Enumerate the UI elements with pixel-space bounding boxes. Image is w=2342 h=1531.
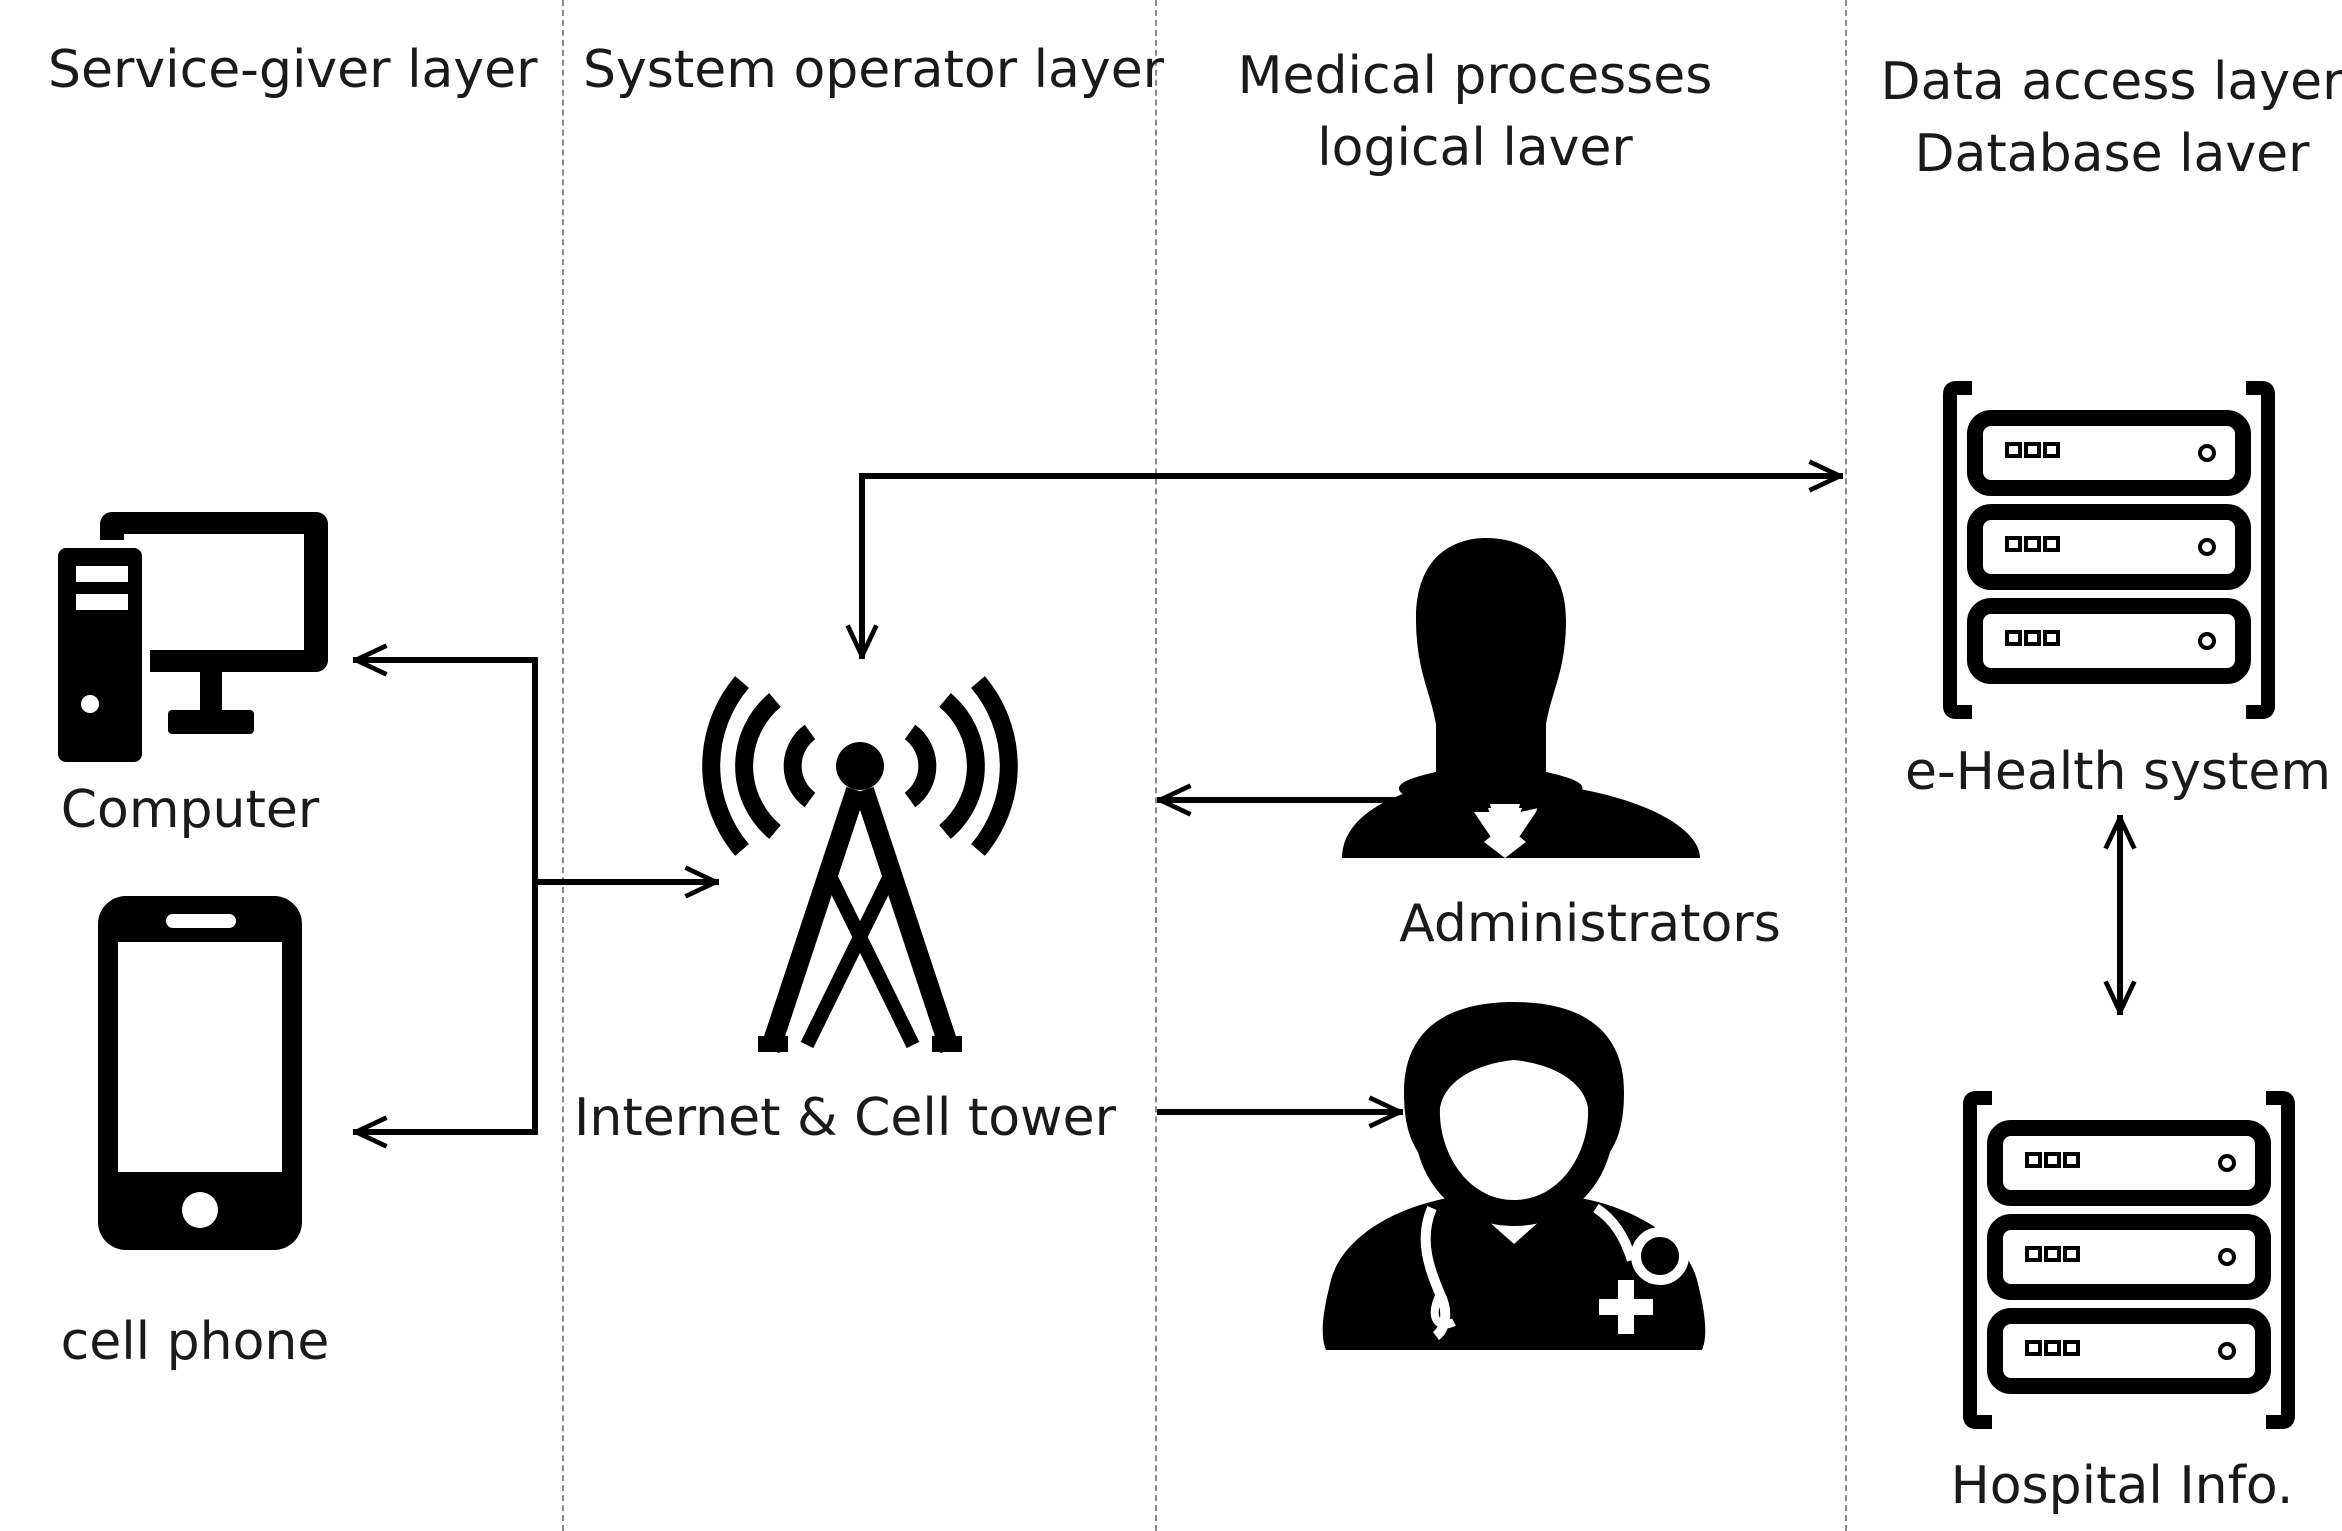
divider-2 <box>1155 0 1157 1531</box>
cell-phone-label: cell phone <box>60 1312 330 1372</box>
administrators-label: Administrators <box>1399 894 1781 954</box>
layer-heading-service-giver: Service-giver layer <box>48 40 538 100</box>
server-rack-icon <box>1943 381 2275 719</box>
layer-heading-medical-line1: Medical processes <box>1237 46 1713 106</box>
administrator-icon <box>1342 538 1700 858</box>
computer-icon <box>50 512 328 770</box>
hospital-label: Hospital Info. <box>1950 1456 2294 1516</box>
divider-3 <box>1845 0 1847 1531</box>
layer-heading-system-operator: System operator layer <box>583 40 1165 100</box>
hospital-server-rack-icon <box>1963 1091 2295 1429</box>
ehealth-label: e-Health system <box>1904 742 2332 802</box>
layer-heading-medical-line2: logical laver <box>1317 118 1633 178</box>
cell-phone-icon <box>98 896 302 1250</box>
tower-label: Internet & Cell tower <box>574 1088 1116 1148</box>
layer-heading-data-access-line1: Data access layer <box>1880 52 2342 112</box>
computer-label: Computer <box>60 780 320 840</box>
arrow-tower-ehealth <box>862 476 1843 659</box>
cell-tower-icon <box>702 676 1018 1054</box>
doctor-icon <box>1322 1002 1706 1350</box>
divider-1 <box>562 0 564 1531</box>
layer-heading-data-access-line2: Database laver <box>1914 124 2310 184</box>
